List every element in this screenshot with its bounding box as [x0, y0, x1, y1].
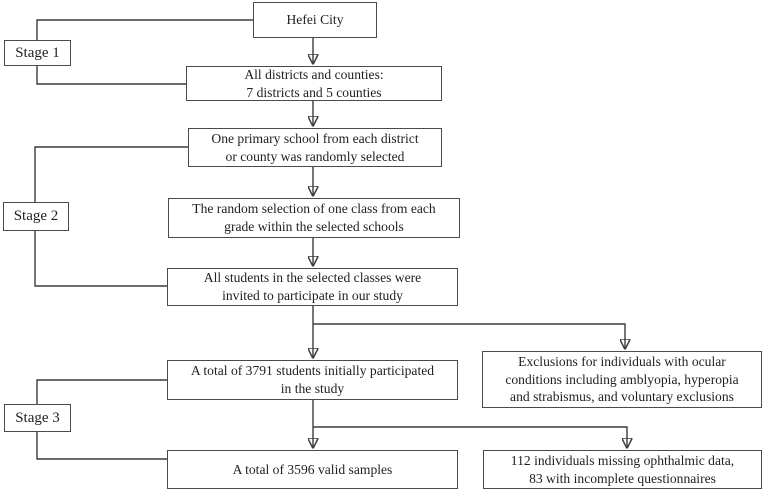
node-districts-counties: All districts and counties: 7 districts …: [186, 66, 442, 101]
node-primary-school-selection: One primary school from each district or…: [188, 128, 442, 167]
node-missing-data-exclusions: 112 individuals missing ophthalmic data,…: [483, 450, 762, 489]
node-hefei-city: Hefei City: [253, 2, 377, 38]
arrow-branch-to-exclusions: [313, 323, 625, 348]
node-students-invited: All students in the selected classes wer…: [167, 268, 458, 306]
stage2-label: Stage 2: [3, 202, 69, 231]
arrow-branch-to-missing112: [313, 426, 627, 447]
node-class-selection: The random selection of one class from e…: [168, 198, 460, 238]
stage1-label: Stage 1: [4, 40, 71, 66]
node-valid-3596-samples: A total of 3596 valid samples: [167, 450, 458, 489]
node-ocular-exclusions: Exclusions for individuals with ocular c…: [482, 351, 762, 408]
node-total-3791-participants: A total of 3791 students initially parti…: [167, 360, 458, 400]
stage3-label: Stage 3: [4, 404, 71, 432]
